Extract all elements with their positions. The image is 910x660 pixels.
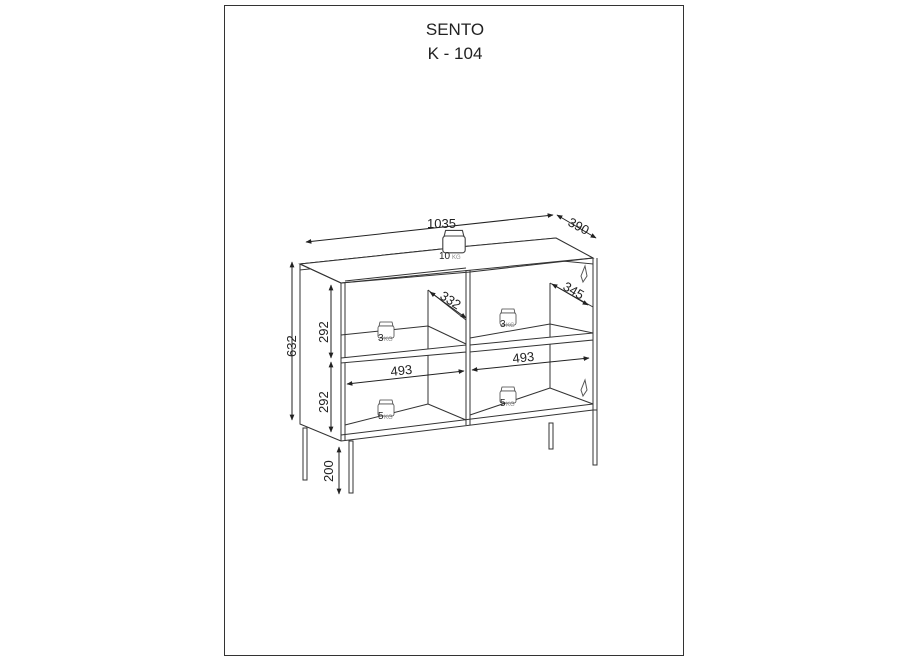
load-top-unit: KG [452,255,461,261]
load-upper-left-label: 3 [378,333,384,344]
load-lower-left-label: 5 [378,411,384,422]
load-lower-right-unit: KG [506,402,515,408]
shelf-depth-left-line [429,291,467,319]
width-dimension-line [305,213,554,244]
lower-compartment-label: 292 [316,391,331,413]
load-top-label: 10 [439,251,451,262]
depth-dimension-line [556,214,597,239]
weight-icon-top [442,229,466,254]
drawing-sheet [224,5,684,656]
compartment-width-right-line [471,356,590,372]
shelf-depth-left-label: 332 [437,288,463,312]
load-lower-right-label: 5 [500,398,506,409]
width-label: 1035 [427,216,456,231]
cabinet-body [298,237,598,442]
load-upper-right-label: 3 [500,319,506,330]
load-upper-left-unit: KG [384,337,393,343]
depth-label: 390 [566,214,592,237]
hinge-icon [580,264,588,398]
upper-compartment-label: 292 [316,321,331,343]
product-code: K - 104 [427,44,483,63]
leg-height-label: 200 [321,460,336,482]
shelf-depth-right-line [551,283,589,306]
compartment-width-right-label: 493 [512,349,535,366]
height-label: 632 [284,335,299,357]
load-upper-right-unit: KG [506,323,515,329]
load-lower-left-unit: KG [384,415,393,421]
compartment-width-left-label: 493 [390,362,413,379]
product-name: SENTO [425,20,485,39]
cabinet-legs [302,409,598,494]
compartment-width-left-line [346,369,465,386]
